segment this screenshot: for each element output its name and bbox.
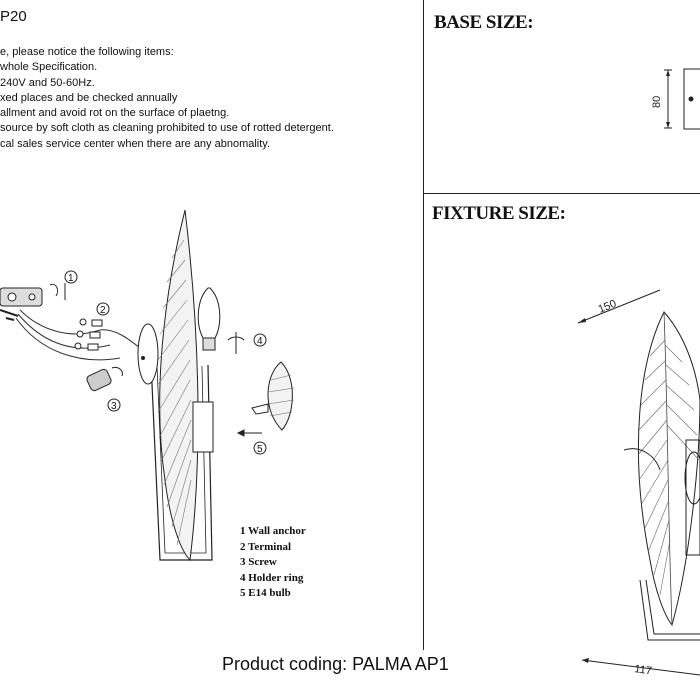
usage-notes: e, please notice the following items: wh…	[0, 45, 334, 152]
note-line: allment and avoid rot on the surface of …	[0, 107, 230, 120]
wall-anchor-part	[0, 283, 59, 321]
product-code: Product coding: PALMA AP1	[222, 654, 449, 674]
step-number-2: 2	[100, 305, 106, 316]
legend-item: 2 Terminal	[240, 540, 292, 553]
terminal-parts	[74, 318, 103, 351]
base-height-label: 80	[651, 96, 663, 108]
horizontal-divider	[423, 193, 700, 194]
holder-ring-part	[251, 361, 295, 431]
vertical-divider	[423, 0, 424, 650]
fixture-depth-label: 117	[634, 663, 653, 677]
bulb-part	[197, 287, 221, 351]
legend-item: 1 Wall anchor	[240, 525, 306, 537]
note-line: cal sales service center when there are …	[0, 137, 271, 150]
base-size-title: BASE SIZE:	[434, 12, 534, 33]
step-number-5: 5	[257, 444, 263, 455]
step-markers	[64, 270, 267, 455]
legend-item: 4 Holder ring	[240, 571, 304, 584]
model-code-fragment: P20	[0, 8, 27, 25]
step-number-4: 4	[257, 336, 263, 347]
note-line: whole Specification.	[0, 61, 98, 74]
step-number-1: 1	[68, 273, 74, 284]
legend-item: 3 Screw	[240, 556, 277, 568]
note-line: xed places and be checked annually	[0, 91, 178, 104]
note-line: source by soft cloth as cleaning prohibi…	[0, 122, 334, 135]
legend-item: 5 E14 bulb	[240, 587, 291, 599]
screw-part	[86, 367, 123, 392]
step-number-3: 3	[111, 401, 117, 412]
fixture-size-title: FIXTURE SIZE:	[432, 203, 566, 224]
note-line: e, please notice the following items:	[0, 46, 174, 58]
note-line: 240V and 50-60Hz.	[0, 76, 95, 89]
parts-legend: 1 Wall anchor 2 Terminal 3 Screw 4 Holde…	[240, 524, 306, 602]
